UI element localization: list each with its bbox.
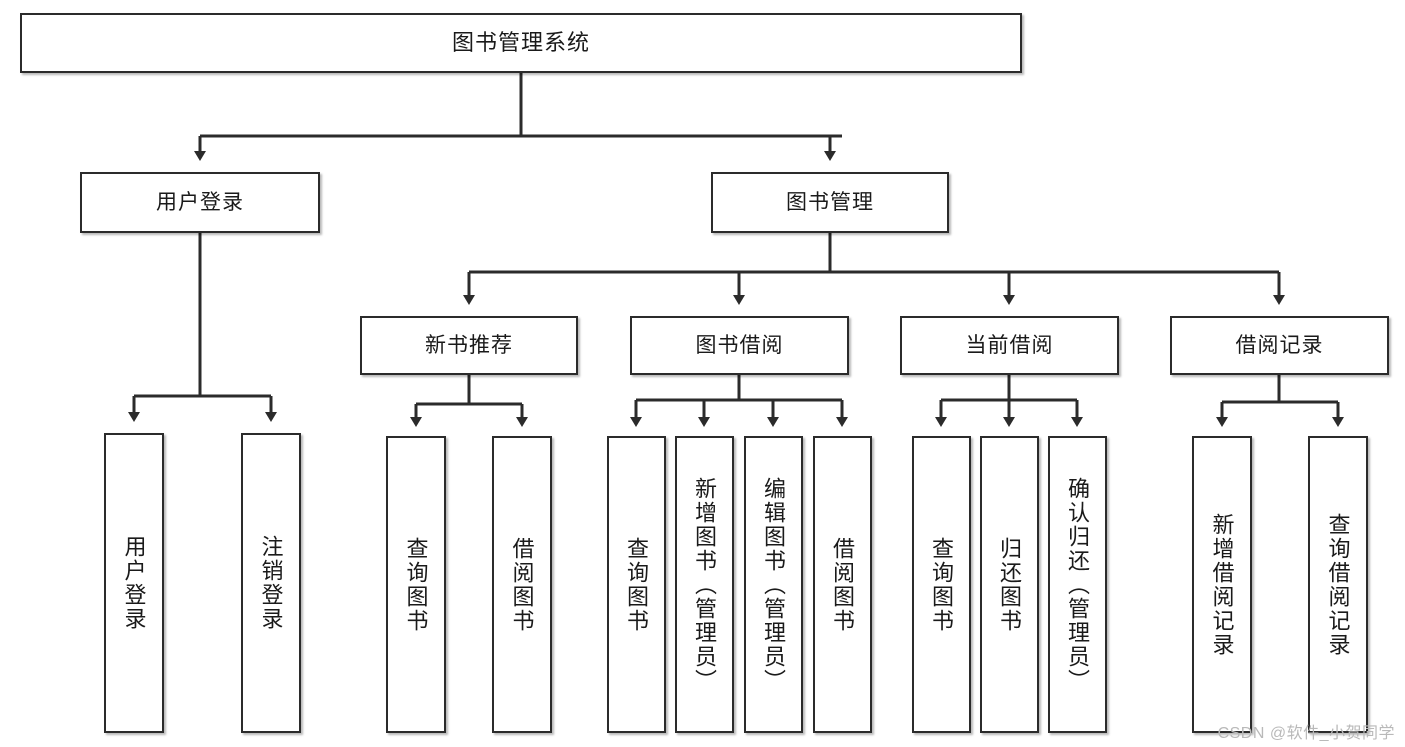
leaf-new-book-query[interactable]: 查询图书 <box>386 436 446 733</box>
node-label: 当前借阅 <box>965 334 1054 357</box>
node-label: 借阅记录 <box>1235 334 1324 357</box>
node-new-book-recommend[interactable]: 新书推荐 <box>360 316 578 375</box>
node-user-login[interactable]: 用户登录 <box>80 172 320 233</box>
leaf-label: 查询图书 <box>403 536 429 633</box>
node-label: 图书借阅 <box>695 334 784 357</box>
leaf-label: 借阅图书 <box>509 536 535 633</box>
leaf-user-login-login[interactable]: 用户登录 <box>104 433 164 733</box>
leaf-label: 归还图书 <box>997 536 1023 633</box>
leaf-borrow-borrow-book[interactable]: 借阅图书 <box>813 436 872 733</box>
leaf-borrow-add-book-admin[interactable]: 新增图书（管理员） <box>675 436 734 733</box>
node-book-borrow[interactable]: 图书借阅 <box>630 316 849 375</box>
leaf-records-add-record[interactable]: 新增借阅记录 <box>1192 436 1252 733</box>
leaf-label: 查询图书 <box>929 536 955 633</box>
leaf-new-book-borrow[interactable]: 借阅图书 <box>492 436 552 733</box>
leaf-records-query-record[interactable]: 查询借阅记录 <box>1308 436 1368 733</box>
leaf-label: 新增借阅记录 <box>1209 512 1235 657</box>
leaf-label: 注销登录 <box>258 535 284 631</box>
node-current-borrow[interactable]: 当前借阅 <box>900 316 1119 375</box>
node-root-system[interactable]: 图书管理系统 <box>20 13 1022 73</box>
leaf-label: 借阅图书 <box>830 536 856 633</box>
leaf-label: 用户登录 <box>121 535 147 631</box>
leaf-label: 新增图书（管理员） <box>692 476 718 693</box>
leaf-label: 查询借阅记录 <box>1325 512 1351 657</box>
leaf-current-query-book[interactable]: 查询图书 <box>912 436 971 733</box>
leaf-label: 确认归还（管理员） <box>1065 476 1091 693</box>
node-label: 图书管理 <box>786 191 874 214</box>
leaf-label: 编辑图书（管理员） <box>761 476 787 693</box>
csdn-watermark: CSDN @软件_小贺同学 <box>1217 725 1395 742</box>
leaf-current-return-book[interactable]: 归还图书 <box>980 436 1039 733</box>
leaf-borrow-edit-book-admin[interactable]: 编辑图书（管理员） <box>744 436 803 733</box>
node-book-management[interactable]: 图书管理 <box>711 172 949 233</box>
leaf-borrow-query-book[interactable]: 查询图书 <box>607 436 666 733</box>
leaf-label: 查询图书 <box>624 536 650 633</box>
node-borrow-records[interactable]: 借阅记录 <box>1170 316 1389 375</box>
node-label: 新书推荐 <box>425 334 513 357</box>
leaf-current-confirm-return-admin[interactable]: 确认归还（管理员） <box>1048 436 1107 733</box>
leaf-user-login-logout[interactable]: 注销登录 <box>241 433 301 733</box>
node-label: 用户登录 <box>156 191 244 214</box>
node-label: 图书管理系统 <box>451 30 590 55</box>
